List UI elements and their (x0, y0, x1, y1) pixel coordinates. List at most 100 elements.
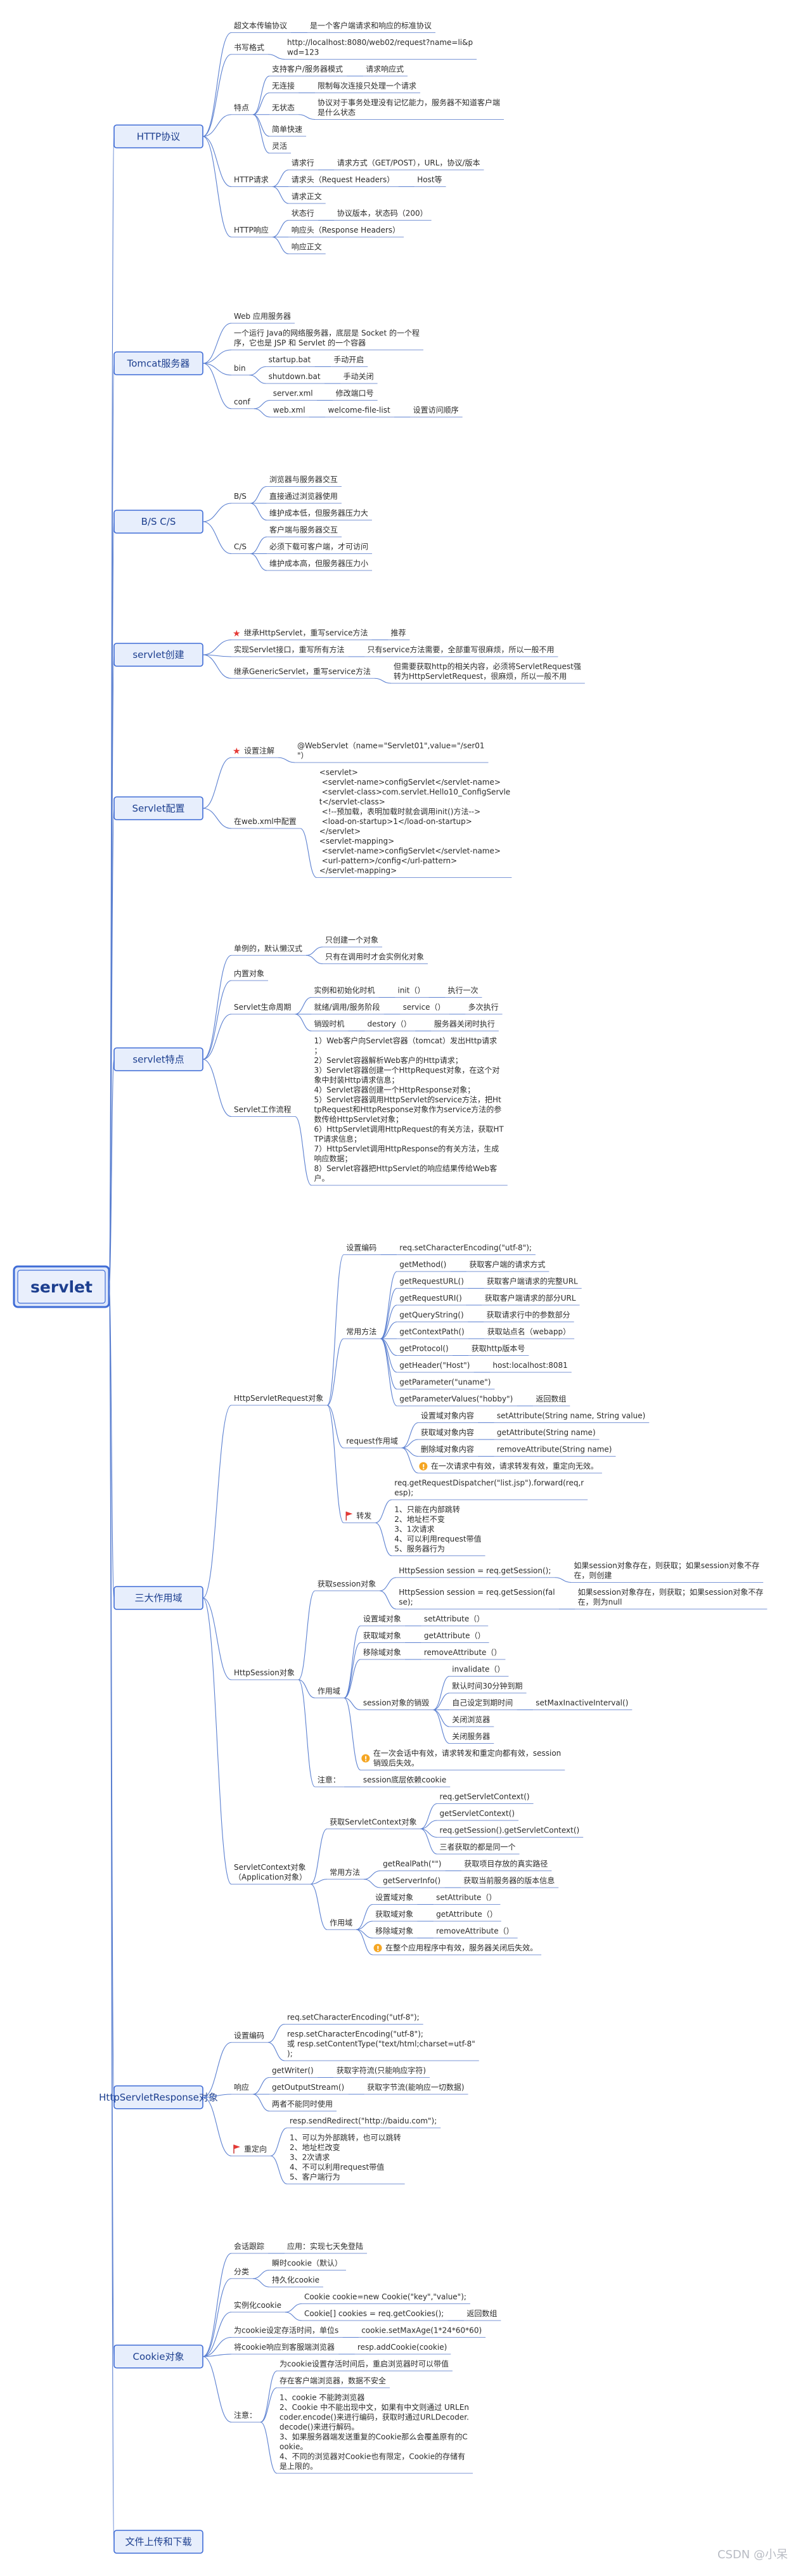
connector (202, 2336, 232, 2357)
connector (260, 2421, 278, 2474)
connector (326, 1405, 344, 1524)
connector (108, 1286, 115, 1599)
node-getoutputstream: getOutputStream() (269, 2083, 349, 2095)
node-getwriter: getWriter() (269, 2066, 318, 2078)
node-label: getOutputStream() (272, 2083, 344, 2092)
connector (295, 1014, 312, 1032)
node-label: C/S (234, 543, 247, 551)
node-label: 销毁时机 (314, 1019, 344, 1029)
node-label: 注意： (318, 1775, 340, 1784)
leaf-node: 返回数组 (464, 2309, 501, 2321)
connector (344, 1697, 361, 1771)
node-servletcontext: 获取ServletContext对象 (327, 1817, 421, 1829)
node-: 就绪/调用/服务阶段 (311, 1002, 384, 1015)
node-label: 设置编码 (346, 1243, 376, 1253)
node-label: resp.addCookie(cookie) (357, 2343, 447, 2352)
leaf-node: getParameter("uname") (397, 1378, 495, 1389)
node-label: getRequestURI() (399, 1294, 461, 1303)
branch-label: Servlet配置 (132, 802, 184, 814)
connector (298, 1590, 316, 1680)
connector (401, 1422, 419, 1448)
node-: 会话跟踪 (231, 2242, 269, 2254)
branch-label: HttpServletResponse对象 (99, 2092, 218, 2103)
node-label: getServerInfo() (383, 1876, 440, 1885)
node-label: 维护成本低，但服务器压力大 (269, 508, 368, 518)
node-label: 获取项目存放的真实路径 (464, 1859, 548, 1869)
node-httpservletrequest: HttpServletRequest对象 (231, 1394, 328, 1406)
node-label: removeAttribute(String name) (497, 1445, 612, 1454)
node-httpsession-session-req-gets: HttpSession session = req.getSession(); (396, 1566, 555, 1578)
connector (202, 363, 232, 376)
leaf-node: invalidate（） (449, 1665, 509, 1677)
leaf-node: !在整个应用程序中有效，服务器关闭后失效。 (373, 1943, 542, 1955)
star-icon: ★ (233, 629, 241, 639)
node-request-headers: 请求头（Request Headers） (288, 176, 399, 187)
node-label: 实例和初始化时机 (314, 986, 375, 995)
connector (364, 1879, 381, 1888)
connector (380, 1287, 397, 1339)
connector (295, 996, 312, 1015)
node-httpservlet-service: ★继承HttpServlet，重写service方法 (231, 628, 372, 640)
connector (310, 1883, 328, 1930)
connector (272, 236, 289, 255)
node-label: 直接通过浏览器使用 (269, 491, 338, 501)
connector (380, 1271, 397, 1339)
node-bin: bin (231, 364, 250, 376)
node-label: 设置注解 (244, 745, 274, 755)
leaf-node: 一个运行 Java的网络服务器，底层是 Socket 的一个程序，它也是 JSP… (231, 328, 423, 351)
connector (254, 408, 271, 418)
node-servlet: Servlet工作流程 (231, 1105, 295, 1117)
node-: 销毁时机 (311, 1019, 349, 1031)
node-label: 限制每次连接只处理一个请求 (318, 81, 416, 91)
connector (272, 186, 289, 204)
leaf-node: 三者获取的都是同一个 (437, 1842, 520, 1855)
leaf-node: 但需要获取http的相关内容，必须将ServletRequest强转为HttpS… (390, 662, 585, 684)
connector (270, 2127, 288, 2156)
node-web-xml: 在web.xml中配置 (231, 816, 300, 829)
svg-text:!: ! (376, 1945, 380, 1953)
leaf-node: 持久化cookie (269, 2275, 323, 2288)
node-cookie-cookies-req-getcookie: Cookie[] cookies = req.getCookies(); (301, 2309, 448, 2321)
node-: 设置编码 (231, 2030, 269, 2043)
connector (380, 1590, 397, 1610)
connector (202, 2253, 232, 2357)
node-label: 在一次请求中有效，请求转发有效，重定向无效。 (431, 1461, 598, 1471)
node-: 移除域对象 (373, 1926, 418, 1938)
node-label: 服务器关闭时执行 (434, 1019, 495, 1029)
connector (380, 1338, 397, 1373)
leaf-node: 简单快速 (269, 125, 307, 137)
node-label: 请求行 (292, 158, 314, 167)
node-label: getContextPath() (399, 1327, 464, 1336)
leaf-node: 浏览器与服务器交互 (266, 475, 342, 487)
leaf-node: resp.setCharacterEncoding("utf-8");或 res… (285, 2030, 479, 2061)
connector (250, 536, 267, 555)
node-c-s: C/S (231, 543, 251, 554)
node-: 获取域对象 (373, 1910, 418, 1922)
leaf-node: req.getRequestDispatcher("list.jsp").for… (392, 1479, 588, 1500)
node-label: request作用域 (346, 1436, 398, 1445)
node-label: 获取域对象内容 (421, 1427, 474, 1437)
connector (268, 54, 285, 60)
leaf-node: 如果session对象存在，则获取；如果session对象不存在，则为null (575, 1587, 768, 1609)
leaf-node: 获取站点名（webapp） (484, 1327, 575, 1339)
node-web-xml: web.xml (270, 406, 309, 418)
node-label: 1）Web客户向Servlet容器（tomcat）发出Http请求；2）Serv… (313, 1036, 504, 1183)
node-label: 返回数组 (536, 1394, 566, 1403)
branch-tomcat: Tomcat服务器 (113, 351, 203, 376)
connector (272, 169, 289, 188)
branch-servlet: Servlet配置 (113, 796, 203, 821)
connector (420, 1803, 437, 1829)
connector (202, 363, 232, 409)
leaf-node: removeAttribute（） (421, 1648, 506, 1660)
node-label: init（） (397, 986, 425, 995)
node-: 实例和初始化时机 (311, 986, 379, 998)
branch-label: Tomcat服务器 (127, 357, 190, 369)
leaf-node: 获取客户端的请求方式 (466, 1259, 549, 1272)
node-label: 执行一次 (447, 986, 478, 995)
warning-icon: ! (361, 1754, 370, 1763)
node-label: resp.setCharacterEncoding("utf-8");或 res… (287, 2030, 475, 2058)
connector (305, 946, 323, 956)
node-label: startup.bat (269, 356, 311, 364)
node-label: shutdown.bat (269, 372, 321, 381)
node-: 注意： (314, 1775, 344, 1787)
